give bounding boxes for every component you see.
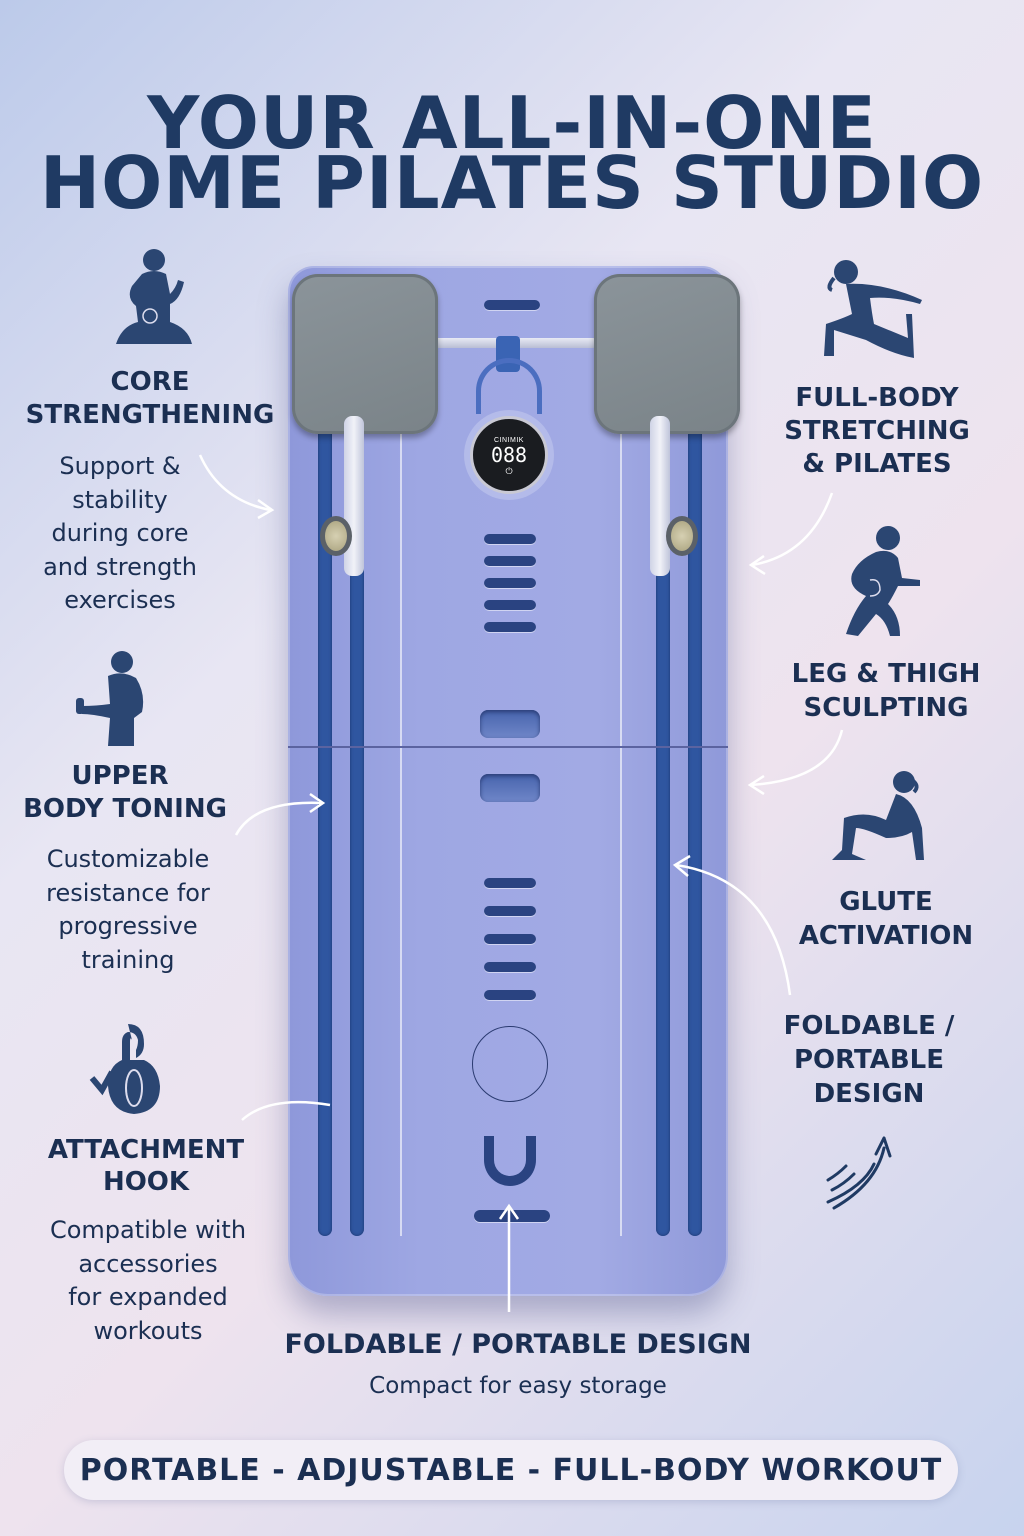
- fold-seam: [288, 746, 728, 748]
- upper-body-figure-icon: [72, 648, 162, 748]
- feature-foldable-right-title-3: DESIGN: [813, 1079, 925, 1109]
- feature-hook-title-2: HOOK: [102, 1167, 190, 1197]
- power-icon[interactable]: ⏻: [505, 466, 513, 476]
- right-outer-rail: [688, 416, 702, 1236]
- footer-tagline-banner: PORTABLE - ADJUSTABLE - FULL-BODY WORKOU…: [64, 1440, 958, 1500]
- feature-glute-title-1: GLUTE: [839, 887, 933, 917]
- right-groove: [620, 416, 622, 1236]
- feature-hook-title-1: ATTACHMENT: [47, 1135, 245, 1165]
- handle-window-lower: [480, 774, 540, 802]
- left-knee-pad[interactable]: [292, 274, 438, 434]
- page-title-line-2: HOME PILATES STUDIO: [39, 141, 985, 225]
- pilates-board: CINIMIK 088 ⏻: [288, 266, 740, 1296]
- vent-slot: [484, 878, 536, 888]
- left-groove: [400, 416, 402, 1236]
- vent-slot: [484, 600, 536, 610]
- vent-slot: [484, 622, 536, 632]
- bottom-feature-desc: Compact for easy storage: [369, 1373, 667, 1399]
- lunge-figure-icon: [840, 524, 926, 640]
- feature-leg-title-2: SCULPTING: [803, 693, 969, 723]
- right-inner-rail: [656, 416, 670, 1236]
- left-outer-rail: [318, 416, 332, 1236]
- feature-foldable-right-title-2: PORTABLE: [794, 1045, 944, 1075]
- vent-slot: [484, 556, 536, 566]
- motion-arrow-icon: [814, 1124, 904, 1216]
- vent-slot: [484, 962, 536, 972]
- attachment-hook-icon: [88, 1020, 168, 1118]
- vent-slot: [484, 990, 536, 1000]
- vent-slot: [484, 934, 536, 944]
- bridge-figure-icon: [830, 768, 934, 866]
- hook-arch: [476, 358, 542, 414]
- feature-stretch-title-3: & PILATES: [802, 449, 952, 479]
- u-hook-slot: [484, 1136, 536, 1186]
- feature-upper-title-2: BODY TONING: [23, 794, 227, 824]
- top-slot: [484, 300, 540, 310]
- right-knee-pad[interactable]: [594, 274, 740, 434]
- vent-slot: [484, 906, 536, 916]
- vent-slot: [484, 578, 536, 588]
- stretching-figure-icon: [822, 254, 930, 364]
- feature-stretch-title-2: STRETCHING: [784, 416, 970, 446]
- left-handle-knob[interactable]: [320, 516, 352, 556]
- feature-foldable-right-title-1: FOLDABLE /: [783, 1011, 955, 1041]
- feature-stretch-title-1: FULL-BODY: [795, 383, 959, 413]
- round-button-outline: [472, 1026, 548, 1102]
- display-value: 088: [490, 443, 528, 467]
- digital-counter-display: CINIMIK 088 ⏻: [470, 416, 548, 494]
- page-title-line-1: YOUR ALL-IN-ONE: [147, 81, 877, 165]
- kneeling-figure-core-icon: [114, 246, 194, 346]
- display-brand: CINIMIK: [494, 437, 524, 444]
- feature-core-title-2: STRENGTHENING: [25, 400, 275, 430]
- feature-upper-title-1: UPPER: [71, 761, 169, 791]
- feature-glute-title-2: ACTIVATION: [798, 921, 974, 951]
- bottom-slot: [474, 1210, 550, 1222]
- right-handle-knob[interactable]: [666, 516, 698, 556]
- bottom-feature-title: FOLDABLE / PORTABLE DESIGN: [284, 1329, 752, 1360]
- vent-slot: [484, 534, 536, 544]
- feature-core-title-1: CORE: [110, 367, 190, 397]
- handle-window-upper: [480, 710, 540, 738]
- left-pole: [344, 416, 364, 576]
- feature-leg-title-1: LEG & THIGH: [791, 659, 981, 689]
- right-pole: [650, 416, 670, 576]
- left-inner-rail: [350, 416, 364, 1236]
- footer-tagline: PORTABLE - ADJUSTABLE - FULL-BODY WORKOU…: [79, 1452, 943, 1488]
